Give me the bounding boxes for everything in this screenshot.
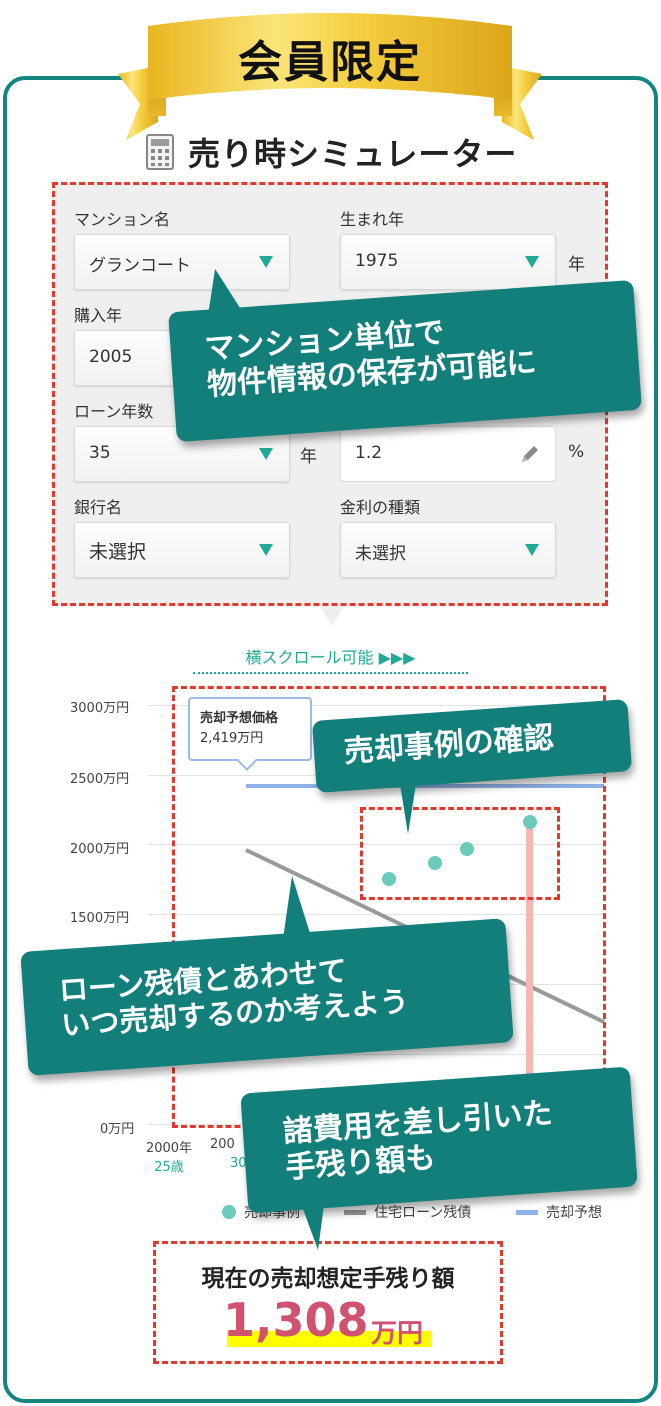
y-tick-2500: 2500万円	[70, 772, 130, 787]
ribbon-icon	[118, 13, 542, 140]
legend-predicted-price: 売却予想	[516, 1202, 606, 1222]
x-tick-age: 30	[230, 1156, 247, 1171]
callout-tail	[205, 267, 243, 314]
simulator-title-text: 売り時シミュレーター	[188, 135, 518, 173]
mansion-name-value: グランコート	[89, 256, 191, 276]
loan-years-unit: 年	[300, 447, 317, 467]
current-year-marker	[526, 822, 533, 1122]
dropdown-arrow-icon	[259, 256, 273, 268]
sale-cases-highlight-frame	[360, 807, 560, 900]
net-proceeds-result: 現在の売却想定手残り額 1,308 万円	[153, 1241, 503, 1364]
rate-type-value: 未選択	[355, 544, 406, 564]
net-proceeds-label: 現在の売却想定手残り額	[201, 1266, 455, 1292]
mansion-name-select[interactable]: グランコート	[74, 234, 290, 290]
loan-years-label: ローン年数	[74, 402, 154, 421]
callout-tail	[296, 1190, 326, 1250]
down-arrow-icon	[320, 606, 344, 626]
legend-loan-balance: 住宅ローン残債	[344, 1202, 471, 1222]
interest-rate-input[interactable]: 1.2	[340, 426, 556, 482]
dropdown-arrow-icon	[525, 544, 539, 556]
tooltip-value: 2,419万円	[200, 731, 264, 746]
y-tick-0: 0万円	[100, 1122, 135, 1137]
birth-year-label: 生まれ年	[340, 210, 405, 229]
sale-case-point	[460, 842, 474, 856]
line-swatch-icon	[516, 1209, 538, 1215]
purchase-year-value: 2005	[89, 347, 133, 367]
x-tick-year: 200	[210, 1137, 235, 1152]
gridline	[148, 844, 604, 845]
y-tick-3000: 3000万円	[70, 701, 130, 716]
line-swatch-icon	[344, 1209, 366, 1215]
sale-case-point	[523, 815, 537, 829]
x-tick-year: 2000年	[145, 1141, 193, 1156]
birth-year-unit: 年	[568, 255, 585, 275]
bank-name-value: 未選択	[89, 541, 147, 563]
members-only-ribbon: 会員限定	[118, 4, 542, 154]
result-highlight-frame	[153, 1241, 503, 1364]
dropdown-arrow-icon	[259, 448, 273, 460]
loan-years-value: 35	[89, 443, 111, 463]
predicted-price-tooltip: 売却予想価格 2,419万円	[188, 697, 312, 761]
dot-icon	[222, 1205, 236, 1219]
gridline	[148, 705, 604, 706]
members-only-label: 会員限定	[238, 37, 422, 88]
pencil-icon	[522, 446, 538, 462]
gridline	[148, 1054, 604, 1055]
dropdown-arrow-icon	[525, 256, 539, 268]
calculator-icon	[146, 134, 174, 170]
rate-type-label: 金利の種類	[340, 498, 421, 517]
net-proceeds-unit: 万円	[371, 1319, 424, 1349]
dropdown-arrow-icon	[259, 544, 273, 556]
bank-name-select[interactable]: 未選択	[74, 522, 290, 578]
mansion-name-label: マンション名	[74, 210, 171, 229]
callout-tail	[398, 772, 418, 834]
x-tick-age: 25歳	[154, 1160, 184, 1175]
purchase-year-label: 購入年	[74, 306, 123, 325]
net-proceeds-value: 1,308 万円	[223, 1293, 443, 1353]
sale-case-point	[382, 872, 396, 886]
interest-rate-unit: %	[568, 442, 585, 462]
interest-rate-value: 1.2	[355, 443, 383, 463]
sale-case-point	[428, 856, 442, 870]
tooltip-title: 売却予想価格	[200, 711, 279, 726]
net-proceeds-number: 1,308	[223, 1293, 369, 1347]
simulator-title: 売り時シミュレーター	[146, 132, 518, 173]
yellow-highlight	[227, 1331, 431, 1347]
callout-tail	[282, 876, 314, 946]
y-tick-1500: 1500万円	[70, 911, 130, 926]
y-tick-2000: 2000万円	[70, 842, 130, 857]
horizontal-scroll-hint: 横スクロール可能 ▶▶▶	[193, 644, 468, 674]
rate-type-select[interactable]: 未選択	[340, 522, 556, 578]
birth-year-select[interactable]: 1975	[340, 234, 556, 290]
bank-name-label: 銀行名	[74, 498, 123, 517]
birth-year-value: 1975	[355, 251, 399, 271]
